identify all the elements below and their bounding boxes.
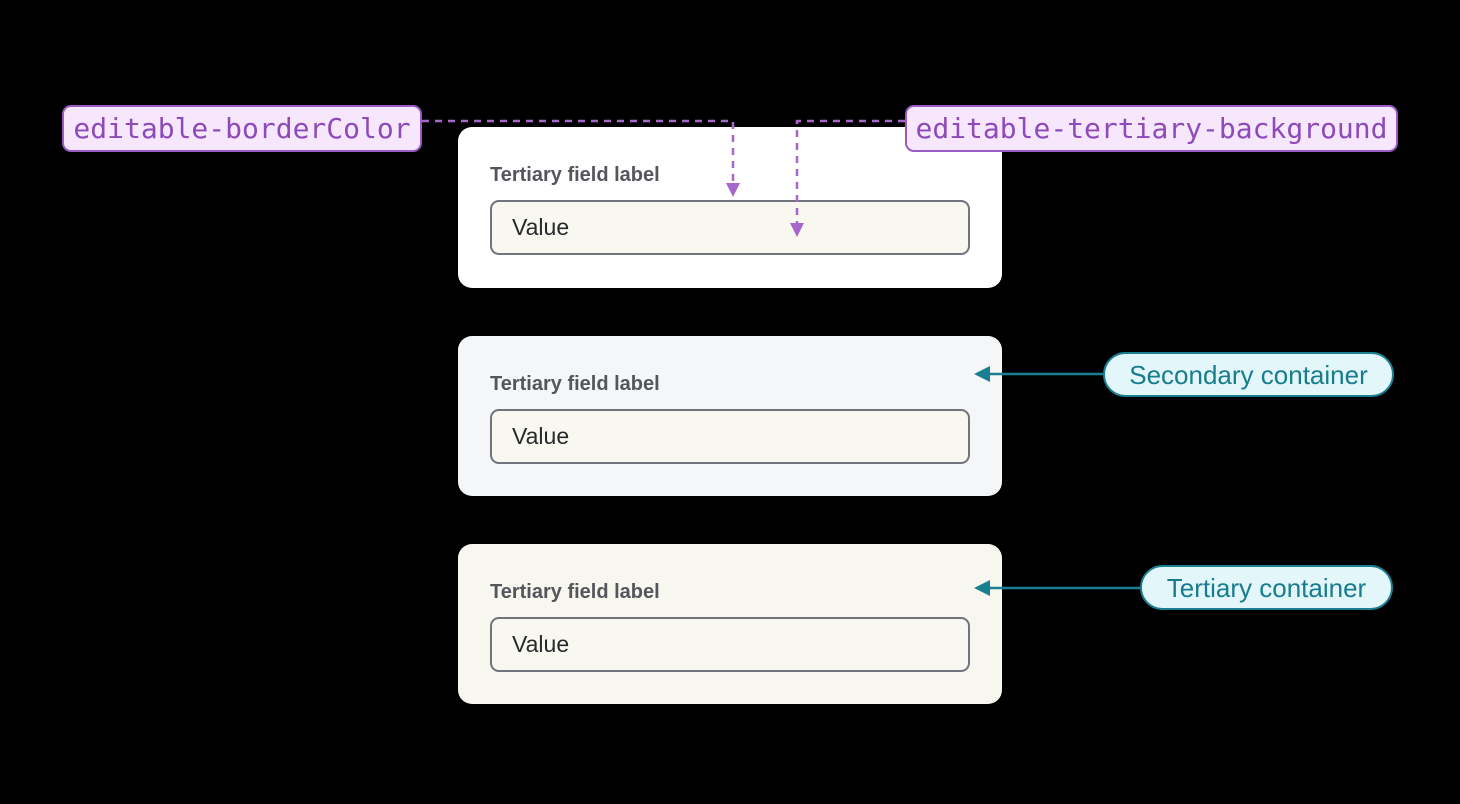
callout-secondary-container: Secondary container [1103, 352, 1394, 397]
field-label: Tertiary field label [490, 373, 660, 395]
callout-tertiary-container: Tertiary container [1140, 565, 1393, 610]
card-tertiary-container: Tertiary field label [458, 544, 1002, 704]
token-chip-editable-border-color: editable-borderColor [62, 105, 422, 152]
card-secondary-container: Tertiary field label [458, 336, 1002, 496]
token-chip-label: editable-borderColor [73, 111, 411, 145]
field-label: Tertiary field label [490, 164, 660, 186]
field-input[interactable] [490, 617, 970, 672]
token-chip-label: editable-tertiary-background [915, 111, 1388, 145]
field-input[interactable] [490, 409, 970, 464]
callout-label: Secondary container [1129, 359, 1368, 390]
token-chip-editable-tertiary-background: editable-tertiary-background [905, 105, 1398, 152]
callout-label: Tertiary container [1166, 572, 1367, 603]
field-label: Tertiary field label [490, 581, 660, 603]
field-input[interactable] [490, 200, 970, 255]
